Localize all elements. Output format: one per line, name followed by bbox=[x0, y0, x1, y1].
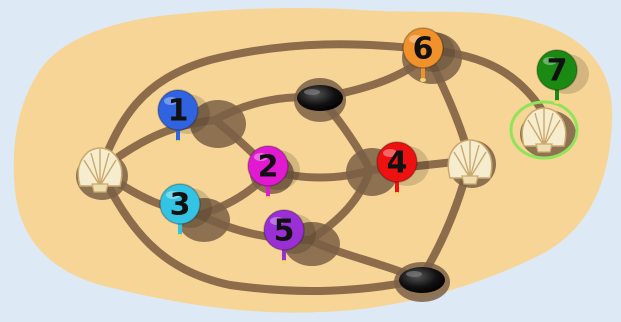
pin-1[interactable]: 1 bbox=[157, 89, 210, 144]
pin-highlight bbox=[166, 191, 180, 199]
pin-head bbox=[159, 183, 201, 225]
pin-stem bbox=[178, 218, 182, 236]
pin-highlight bbox=[383, 149, 397, 157]
pin-number: 2 bbox=[258, 150, 279, 185]
black-stone-icon[interactable] bbox=[297, 85, 343, 111]
pin-head bbox=[536, 49, 578, 91]
pin-7[interactable]: 7 bbox=[536, 49, 589, 104]
pin-stem bbox=[555, 84, 559, 102]
pin-4[interactable]: 4 bbox=[376, 141, 429, 196]
pin-head bbox=[376, 141, 418, 183]
pin-tip bbox=[394, 192, 400, 196]
pin-stem bbox=[266, 180, 270, 198]
pin-highlight bbox=[270, 217, 284, 225]
pin-number: 6 bbox=[413, 32, 434, 67]
seashell-icon[interactable] bbox=[77, 147, 123, 193]
pin-highlight bbox=[164, 97, 178, 105]
seashell-icon[interactable] bbox=[447, 139, 493, 185]
pin-stem bbox=[421, 62, 425, 80]
pin-3[interactable]: 3 bbox=[159, 183, 212, 238]
pin-tip bbox=[281, 260, 287, 264]
black-stone-icon[interactable] bbox=[399, 267, 445, 293]
pin-tip bbox=[177, 234, 183, 238]
pin-tip bbox=[175, 140, 181, 144]
pin-number: 5 bbox=[274, 214, 295, 249]
pin-number: 7 bbox=[547, 54, 568, 89]
pin-tip bbox=[420, 78, 426, 82]
pin-highlight bbox=[543, 57, 557, 65]
pin-2[interactable]: 2 bbox=[247, 145, 300, 200]
pin-head bbox=[402, 27, 444, 69]
pin-number: 3 bbox=[170, 188, 191, 223]
pin-highlight bbox=[254, 153, 268, 161]
pin-highlight bbox=[409, 35, 423, 43]
pin-tip bbox=[554, 100, 560, 104]
pin-head bbox=[157, 89, 199, 131]
pin-6[interactable]: 6 bbox=[402, 27, 455, 82]
pin-number: 4 bbox=[387, 146, 408, 181]
pin-number: 1 bbox=[168, 94, 189, 129]
pin-head bbox=[263, 209, 305, 251]
pin-stem bbox=[282, 244, 286, 262]
pin-stem bbox=[395, 176, 399, 194]
pin-stem bbox=[176, 124, 180, 142]
pin-5[interactable]: 5 bbox=[263, 209, 316, 264]
pin-head bbox=[247, 145, 289, 187]
pins-layer: 1 2 3 4 5 6 7 bbox=[157, 27, 589, 264]
pin-tip bbox=[265, 196, 271, 200]
selected-seashell[interactable] bbox=[509, 100, 579, 160]
